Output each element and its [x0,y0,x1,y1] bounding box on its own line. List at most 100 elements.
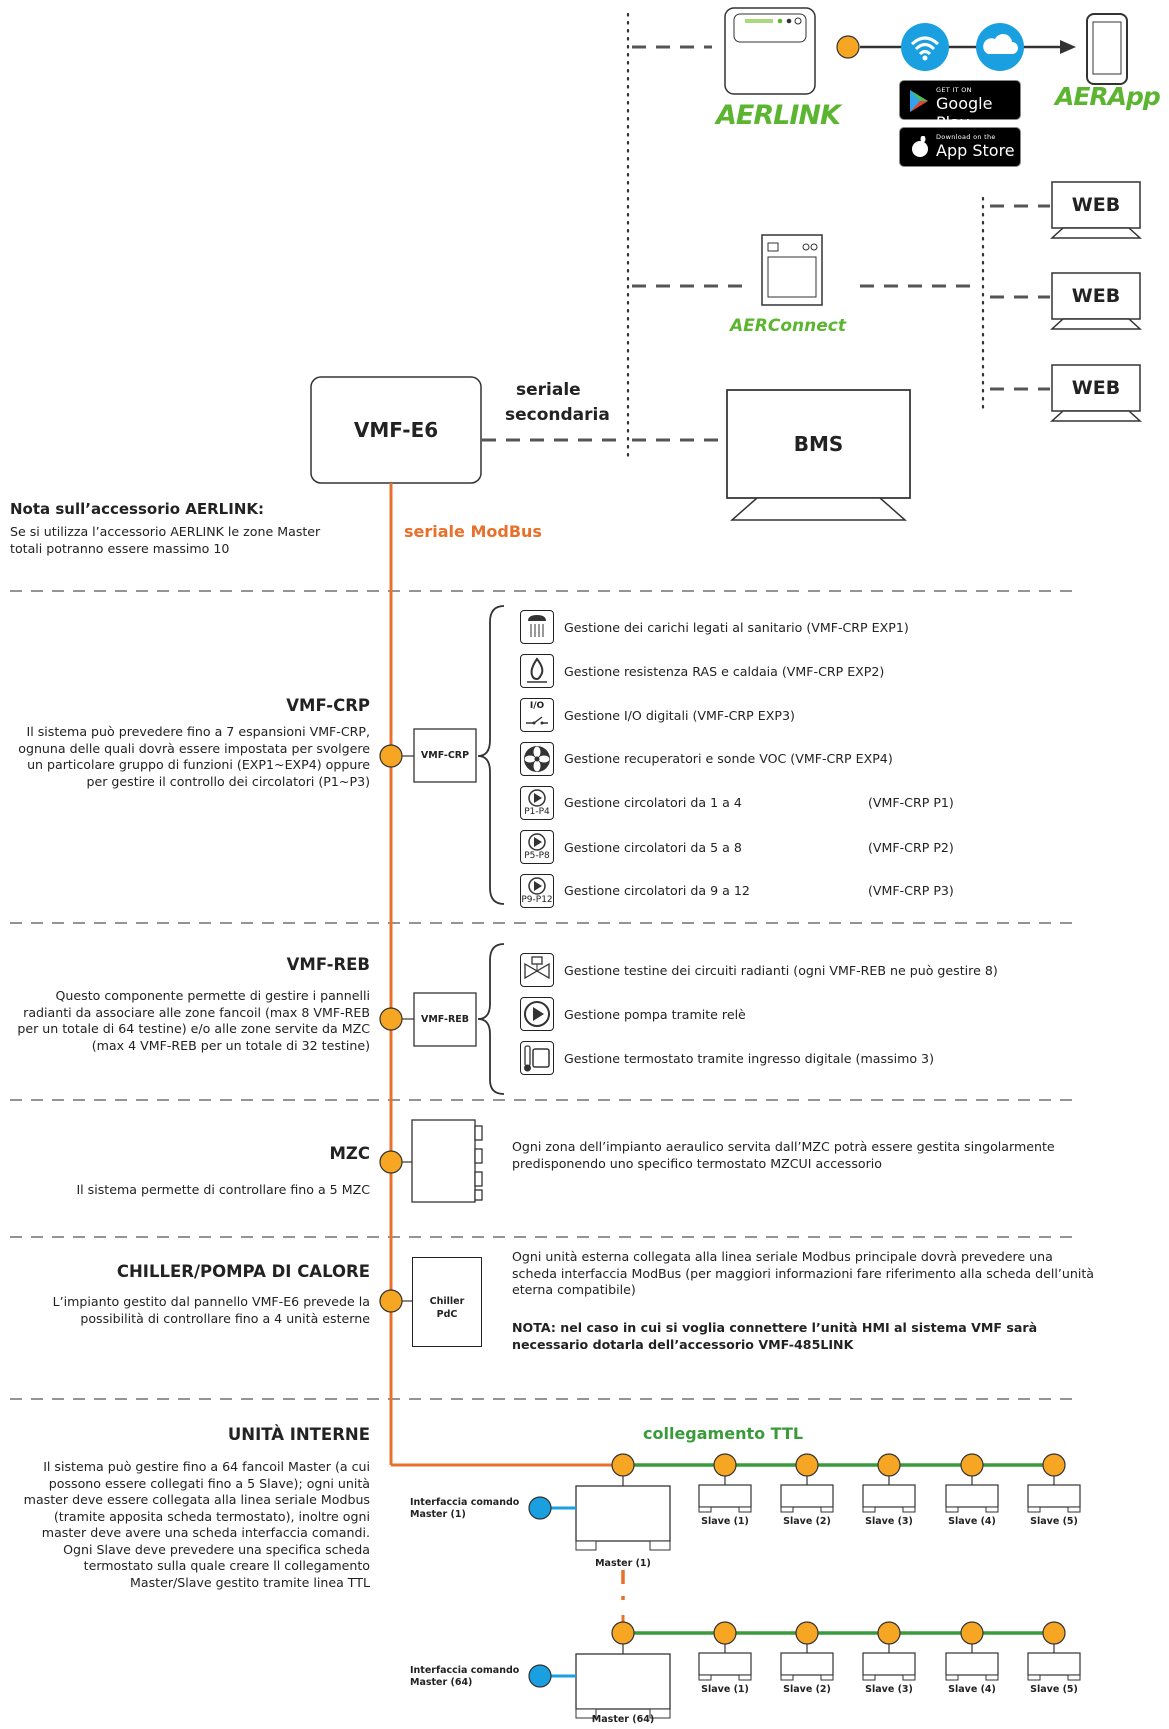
fan-icon [520,742,554,776]
pdc-label: PdC [436,1309,458,1320]
iface-label-64b: Master (64) [410,1677,473,1688]
iface-label-1a: Interfaccia comando [410,1497,520,1508]
chiller-text: L’impianto gestito dal pannello VMF-E6 p… [52,1294,370,1326]
seriale-label: seriale [516,380,581,400]
google-play-icon [910,90,928,112]
google-play-badge[interactable]: GET IT ON Google Play [899,80,1021,132]
crp-feature-6: Gestione circolatori da 5 a 8 [564,840,742,855]
web-monitors [1050,181,1142,422]
reb-feature-2: Gestione pompa tramite relè [564,1007,746,1022]
modbus-nodes [379,744,403,1313]
crp-code-5: (VMF-CRP P1) [868,795,954,810]
crp-title: VMF-CRP [286,696,370,715]
flame-icon [520,654,554,688]
slave-label: Slave (3) [865,1516,913,1527]
web-label-3: WEB [1071,377,1121,399]
web-label-2: WEB [1071,285,1121,307]
interne-text: Il sistema può gestire fino a 64 fancoil… [23,1459,370,1590]
smartphone-icon [1086,13,1128,85]
io-switch-icon: I/O [520,698,554,732]
nota-title: Nota sull’accessorio AERLINK: [10,500,264,518]
section-dividers [10,590,1075,1400]
interne-title: UNITÀ INTERNE [227,1425,370,1444]
slave-unit [698,1621,752,1681]
crp-feature-3: Gestione I/O digitali (VMF-CRP EXP3) [564,708,795,723]
slave-unit [945,1453,999,1513]
crp-text: Il sistema può prevedere fino a 7 espans… [18,724,370,789]
chiller-nota: NOTA: nel caso in cui si voglia connette… [512,1320,1038,1352]
slave-unit [862,1453,916,1513]
master-node [611,1453,635,1477]
aerconnect-logo: AERConnect [730,316,846,336]
mzc-box [411,1119,483,1203]
slaves-layer [611,1453,1081,1681]
pump-icon [520,997,554,1031]
aerlink-logo: AERLINK [716,100,841,131]
slave-label: Slave (5) [1030,1516,1078,1527]
vmf-crp-box-shape [413,728,477,783]
slave-unit [698,1453,752,1513]
pump-p9-p12-icon: P9-P12 [520,874,554,908]
pump-label-1: P1-P4 [524,807,550,817]
slave-unit [862,1621,916,1681]
mzc-title: MZC [329,1144,371,1163]
seriale-modbus-label: seriale ModBus [404,522,542,541]
pump-label-2: P5-P8 [524,851,550,861]
vmf-crp-box-label: VMF-CRP [420,750,470,761]
vmf-reb-box-label: VMF-REB [421,1014,469,1025]
crp-feature-7: Gestione circolatori da 9 a 12 [564,883,750,898]
chiller-desc: Ogni unità esterna collegata alla linea … [512,1249,1095,1297]
iface-label-64a: Interfaccia comando [410,1665,520,1676]
pump-p5-p8-icon: P5-P8 [520,830,554,864]
slave-label: Slave (5) [1030,1684,1078,1695]
slave-label: Slave (2) [783,1684,831,1695]
slave-unit [780,1621,834,1681]
modbus-stubs [402,755,414,1302]
crp-feature-4: Gestione recuperatori e sonde VOC (VMF-C… [564,751,893,766]
web-label-1: WEB [1071,194,1121,216]
crp-code-6: (VMF-CRP P2) [868,840,954,855]
thermostat-icon [520,1041,554,1075]
app-store-badge[interactable]: Download on the App Store [899,127,1021,167]
wifi-icon [901,23,949,71]
aerlink-device [724,7,816,95]
slave-unit [1027,1621,1081,1681]
mzc-desc: Ogni zona dell’impianto aeraulico servit… [512,1139,1055,1171]
slave-label: Slave (3) [865,1684,913,1695]
slave-label: Slave (1) [701,1516,749,1527]
slave-label: Slave (1) [701,1684,749,1695]
cloud-icon [976,23,1024,71]
reb-title: VMF-REB [286,955,370,974]
apple-icon [912,136,928,157]
iface-label-1b: Master (1) [410,1509,466,1520]
valve-icon [520,953,554,987]
crp-feature-2: Gestione resistenza RAS e caldaia (VMF-C… [564,664,885,679]
slave-label: Slave (4) [948,1684,996,1695]
app-store-small: Download on the [936,133,996,141]
reb-feature-1: Gestione testine dei circuiti radianti (… [564,963,998,978]
reb-brace [477,943,505,1095]
slave-unit [945,1621,999,1681]
master-group-1 [528,1475,671,1551]
vmf-e6-box [310,376,482,484]
slave-unit [1027,1453,1081,1513]
slave-label: Slave (4) [948,1516,996,1527]
aerlink-node [836,35,860,59]
google-play-small: GET IT ON [936,86,972,94]
aerconnect-device [761,234,823,306]
reb-feature-3: Gestione termostato tramite ingresso dig… [564,1051,934,1066]
chiller-title: CHILLER/POMPA DI CALORE [116,1262,370,1281]
master-node [611,1621,635,1645]
bms-monitor [726,389,911,521]
reb-text: Questo componente permette di gestire i … [17,988,370,1053]
bms-label: BMS [793,432,844,456]
arrow-icon [1060,40,1076,54]
vmf-e6-label: VMF-E6 [353,418,439,442]
shower-icon [520,610,554,644]
pump-p1-p4-icon: P1-P4 [520,786,554,820]
secondaria-label: secondaria [505,405,610,425]
app-store-label: App Store [936,141,1015,160]
nota-text: Se si utilizza l’accessorio AERLINK le z… [10,524,321,556]
ttl-label: collegamento TTL [643,1424,804,1443]
